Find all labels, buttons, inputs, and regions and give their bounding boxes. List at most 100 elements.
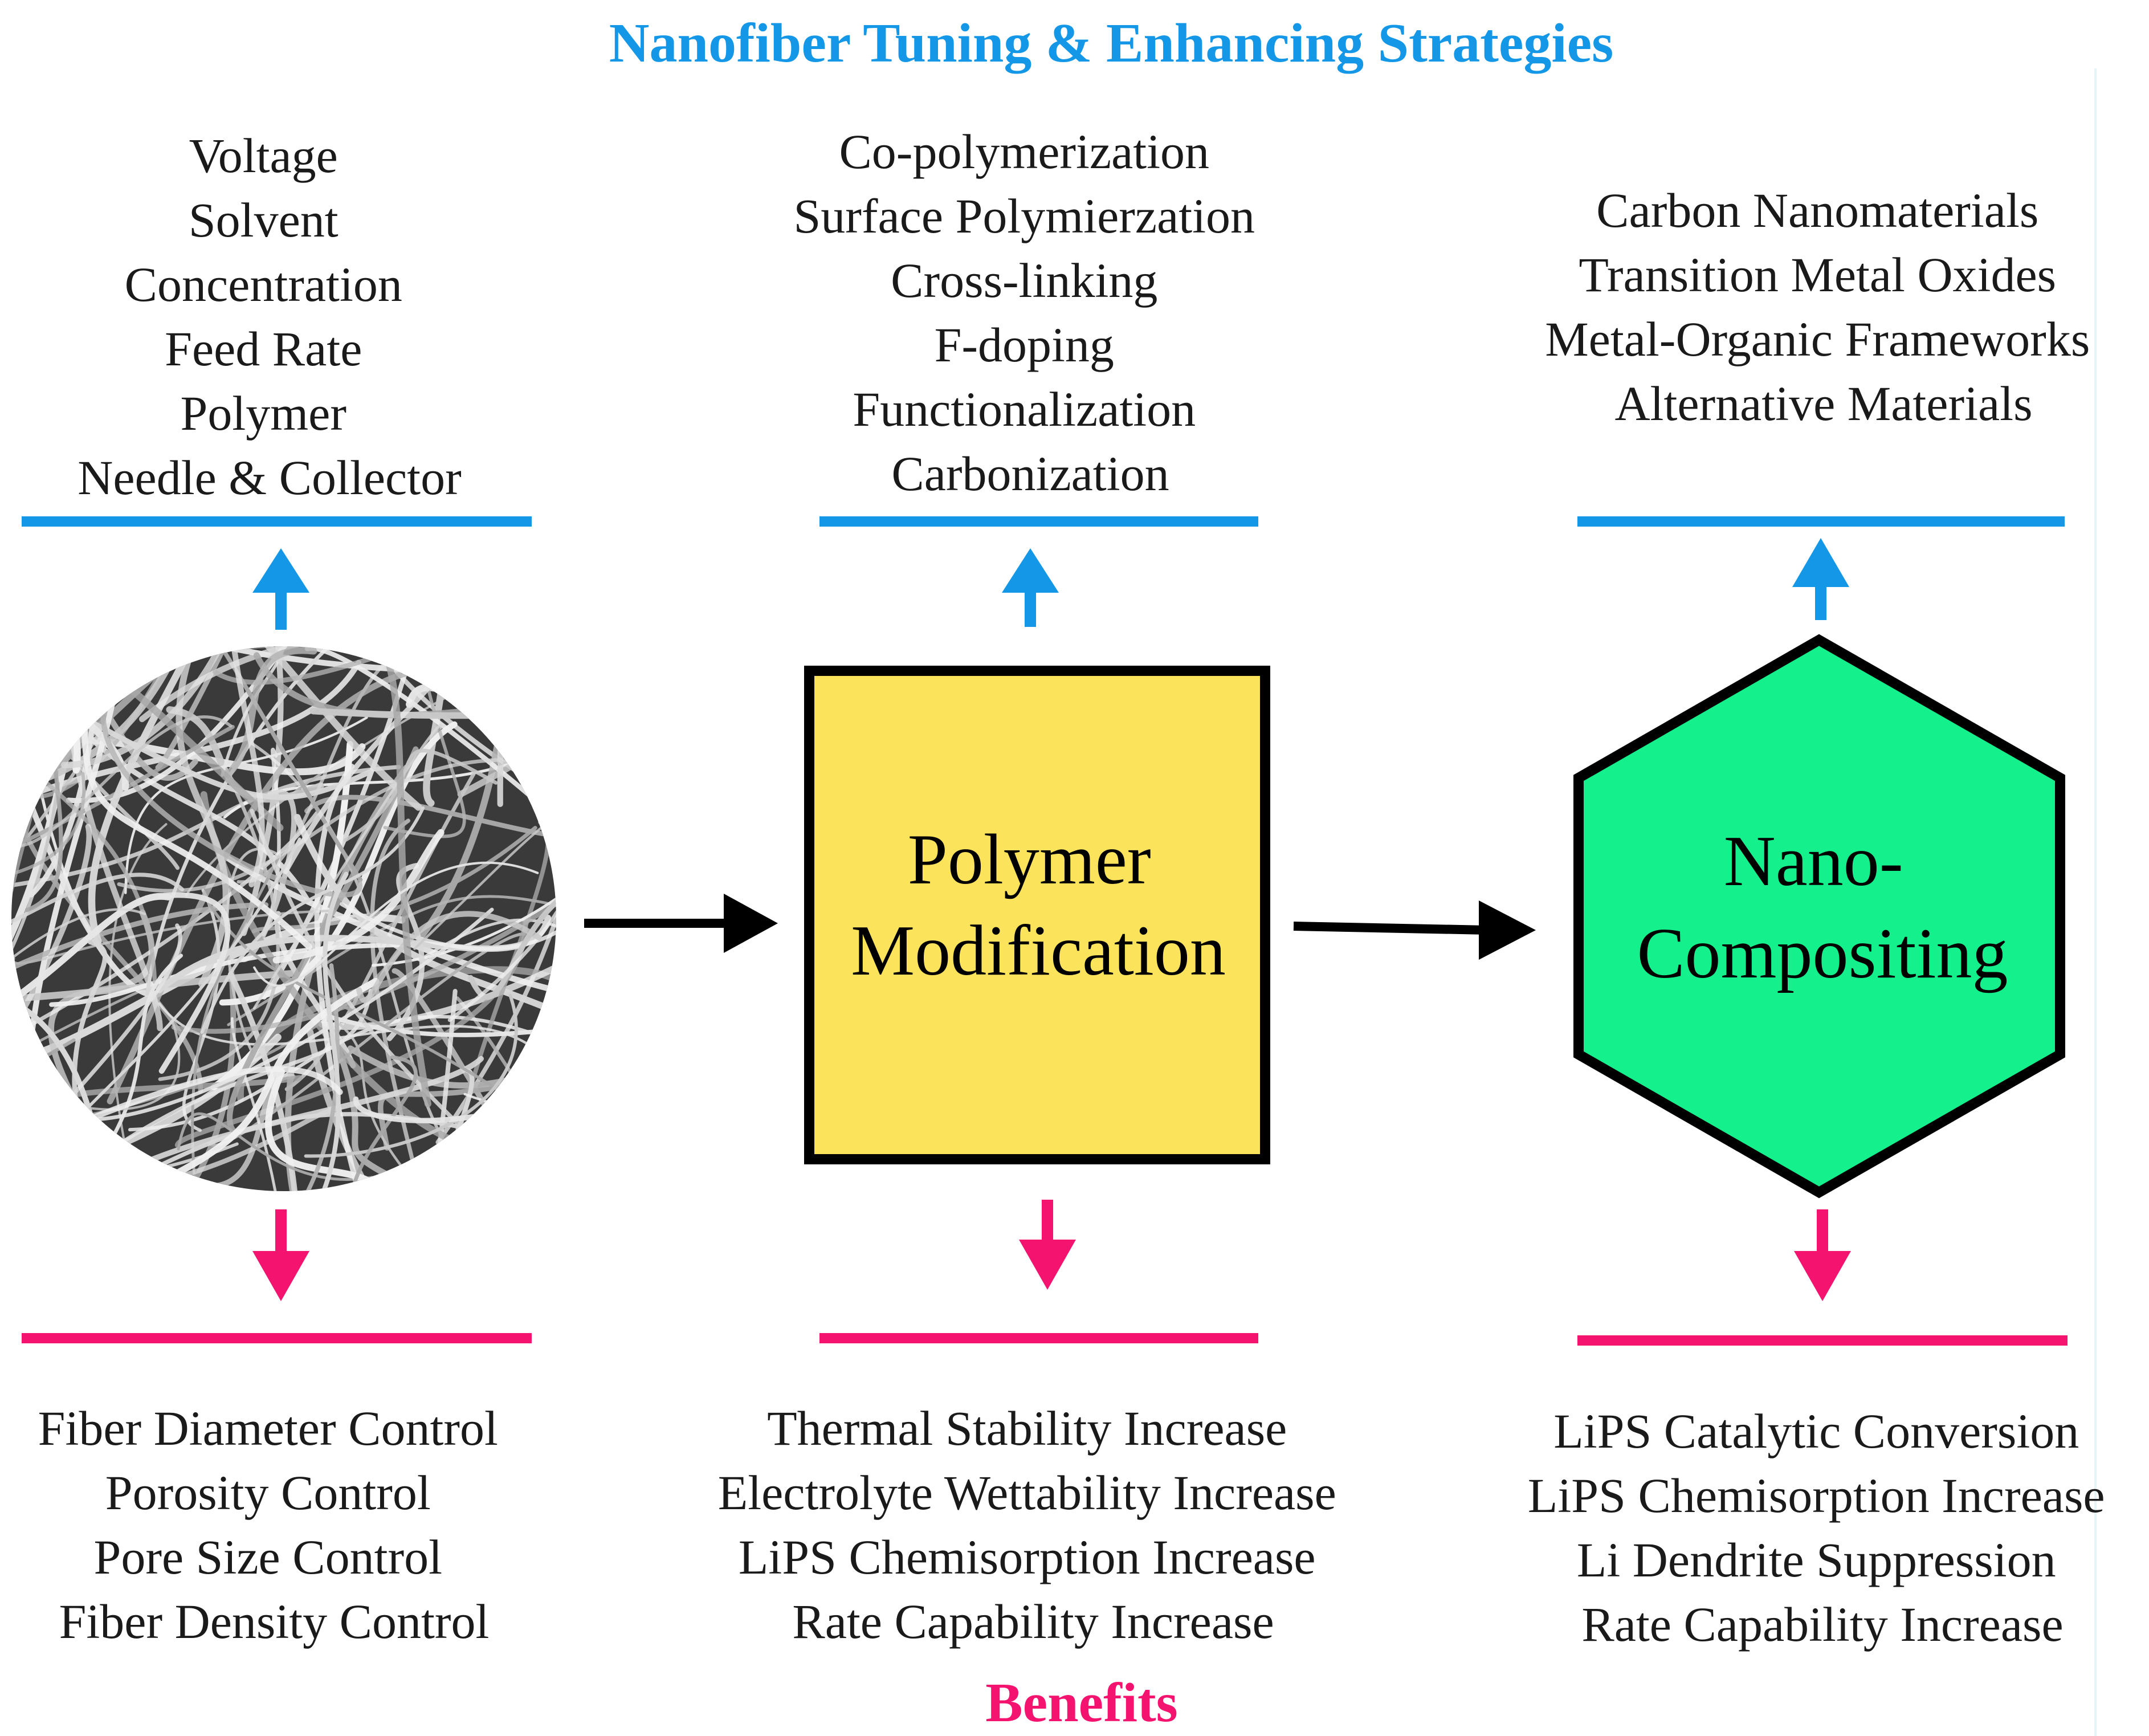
nanofiber-strand bbox=[435, 761, 556, 1145]
nanofiber-strand bbox=[472, 1073, 556, 1191]
down-arrow-icon bbox=[1019, 1200, 1076, 1290]
strategy-item: Feed Rate bbox=[165, 321, 362, 376]
nano-compositing-hexagon bbox=[1573, 634, 2065, 1199]
nanofiber-strand bbox=[11, 781, 60, 1049]
strategy-item: Metal-Organic Frameworks bbox=[1545, 312, 2090, 366]
nanofiber-strand bbox=[218, 850, 556, 1003]
nano-compositing-label: Nano- Compositing bbox=[1637, 822, 2008, 993]
strategy-item: Surface Polymierzation bbox=[793, 189, 1255, 243]
nanofiber-strand bbox=[424, 918, 556, 1059]
benefit-list-nanocomposite: LiPS Catalytic Conversion LiPS Chemisorp… bbox=[1528, 1404, 2117, 1652]
benefit-item: Electrolyte Wettability Increase bbox=[718, 1465, 1336, 1520]
strategy-item: Carbon Nanomaterials bbox=[1596, 183, 2038, 238]
nanofiber-strand bbox=[11, 646, 191, 691]
nanofiber-strand bbox=[139, 646, 490, 723]
nanofiber-strand bbox=[283, 646, 507, 874]
strategy-item: Needle & Collector bbox=[78, 450, 461, 505]
nanofiber-strand bbox=[314, 764, 372, 1191]
strategy-list-polymer: Co-polymerization Surface Polymierzation… bbox=[793, 124, 1267, 501]
nanofiber-strand bbox=[89, 646, 363, 882]
benefit-item: Pore Size Control bbox=[94, 1530, 443, 1584]
nanofiber-strand bbox=[72, 939, 108, 1128]
benefit-list-electrospinning: Fiber Diameter Control Porosity Control … bbox=[38, 1401, 511, 1649]
stage-nanofiber-mat: Voltage Solvent Concentration Feed Rate … bbox=[11, 128, 556, 1649]
nanofiber-strand bbox=[473, 1162, 556, 1191]
strategy-item: Polymer bbox=[181, 386, 346, 441]
nanofiber-strand bbox=[11, 936, 295, 1005]
nanofiber-strand bbox=[11, 1033, 282, 1191]
strategy-item: Carbonization bbox=[891, 446, 1169, 501]
nanofiber-strand bbox=[191, 855, 280, 1191]
nanofiber-strand bbox=[304, 993, 518, 1158]
polymer-modification-label: Polymer Modification bbox=[851, 820, 1226, 991]
nanofiber-strand bbox=[200, 806, 425, 1034]
strategy-item: F-doping bbox=[935, 317, 1114, 372]
nanofiber-strand bbox=[81, 721, 313, 950]
nanofiber-strand bbox=[11, 651, 157, 984]
strategy-list-nanocomposite: Carbon Nanomaterials Transition Metal Ox… bbox=[1545, 183, 2102, 431]
nanofiber-strand bbox=[219, 721, 458, 1006]
nanofiber-strand bbox=[318, 810, 556, 1030]
strategy-list-electrospinning: Voltage Solvent Concentration Feed Rate … bbox=[78, 128, 461, 505]
nanofiber-strand bbox=[371, 811, 556, 967]
benefit-item: LiPS Catalytic Conversion bbox=[1553, 1404, 2079, 1458]
nanofiber-strand bbox=[303, 871, 349, 1191]
nanofiber-strand bbox=[155, 646, 287, 771]
benefit-item: Rate Capability Increase bbox=[792, 1594, 1274, 1649]
nanofiber-strand bbox=[50, 907, 494, 1122]
nanofiber-strand bbox=[117, 757, 556, 893]
nanofiber-strand bbox=[447, 660, 556, 1022]
nanofiber-strand bbox=[305, 646, 556, 864]
nanofiber-strand bbox=[11, 646, 81, 774]
strategy-item: Alternative Materials bbox=[1614, 376, 2032, 431]
nanofiber-strand bbox=[513, 973, 556, 1191]
nanofiber-strand bbox=[11, 715, 233, 847]
nanofiber-strand bbox=[56, 988, 373, 1190]
benefit-item: Fiber Density Control bbox=[59, 1594, 490, 1649]
nanofiber-strand bbox=[11, 824, 92, 1158]
nanofiber-strand bbox=[367, 1162, 556, 1191]
down-arrow-icon bbox=[1794, 1209, 1851, 1301]
nanofiber-strand bbox=[11, 755, 19, 1174]
down-arrow-icon bbox=[252, 1209, 309, 1301]
nanofiber-strand bbox=[11, 661, 173, 936]
nanofiber-strand bbox=[383, 688, 466, 838]
strategy-item: Voltage bbox=[189, 128, 338, 183]
nanofiber-strand bbox=[253, 861, 539, 987]
nanofiber-strand bbox=[224, 647, 317, 779]
right-arrow-icon bbox=[584, 894, 778, 953]
nanofiber-strand bbox=[374, 646, 431, 1107]
shape-label-line: Modification bbox=[851, 911, 1226, 991]
strategy-item: Solvent bbox=[189, 193, 339, 247]
strategy-item: Functionalization bbox=[853, 382, 1196, 437]
nanofiber-strand bbox=[344, 748, 498, 842]
nanofiber-strand bbox=[423, 646, 450, 807]
shape-label-line: Nano- bbox=[1724, 822, 1903, 901]
nanofiber-strand bbox=[11, 772, 86, 885]
strategy-item: Concentration bbox=[125, 257, 402, 312]
benefits-label: Benefits bbox=[985, 1672, 1178, 1734]
nanofiber-strand bbox=[307, 1029, 556, 1191]
stage-nano-compositing: Carbon Nanomaterials Transition Metal Ox… bbox=[1528, 183, 2117, 1652]
nanofiber-strand bbox=[441, 1106, 556, 1191]
nanofiber-strand bbox=[166, 977, 380, 1181]
benefit-item: Porosity Control bbox=[105, 1465, 431, 1520]
benefit-item: Rate Capability Increase bbox=[1581, 1597, 2063, 1652]
nanofiber-strand bbox=[227, 971, 301, 1191]
diagram-title: Nanofiber Tuning & Enhancing Strategies bbox=[609, 13, 1614, 74]
nanofiber-strand bbox=[343, 1068, 475, 1191]
benefit-item: LiPS Chemisorption Increase bbox=[739, 1530, 1316, 1584]
nanofiber-strand bbox=[11, 688, 123, 712]
strategy-item: Cross-linking bbox=[891, 253, 1157, 308]
nanofiber-strand bbox=[427, 646, 556, 693]
nanofiber-strand bbox=[213, 646, 556, 685]
shape-label-line: Compositing bbox=[1637, 914, 2008, 993]
nanofiber-strand bbox=[11, 997, 178, 1191]
nanofiber-strand bbox=[11, 1057, 63, 1191]
right-arrow-icon bbox=[1293, 900, 1536, 960]
nanofiber-strand bbox=[253, 652, 556, 719]
nanofiber-strand bbox=[11, 873, 185, 931]
nanofiber-strand bbox=[272, 829, 445, 964]
nanofiber-strand bbox=[397, 989, 458, 1191]
